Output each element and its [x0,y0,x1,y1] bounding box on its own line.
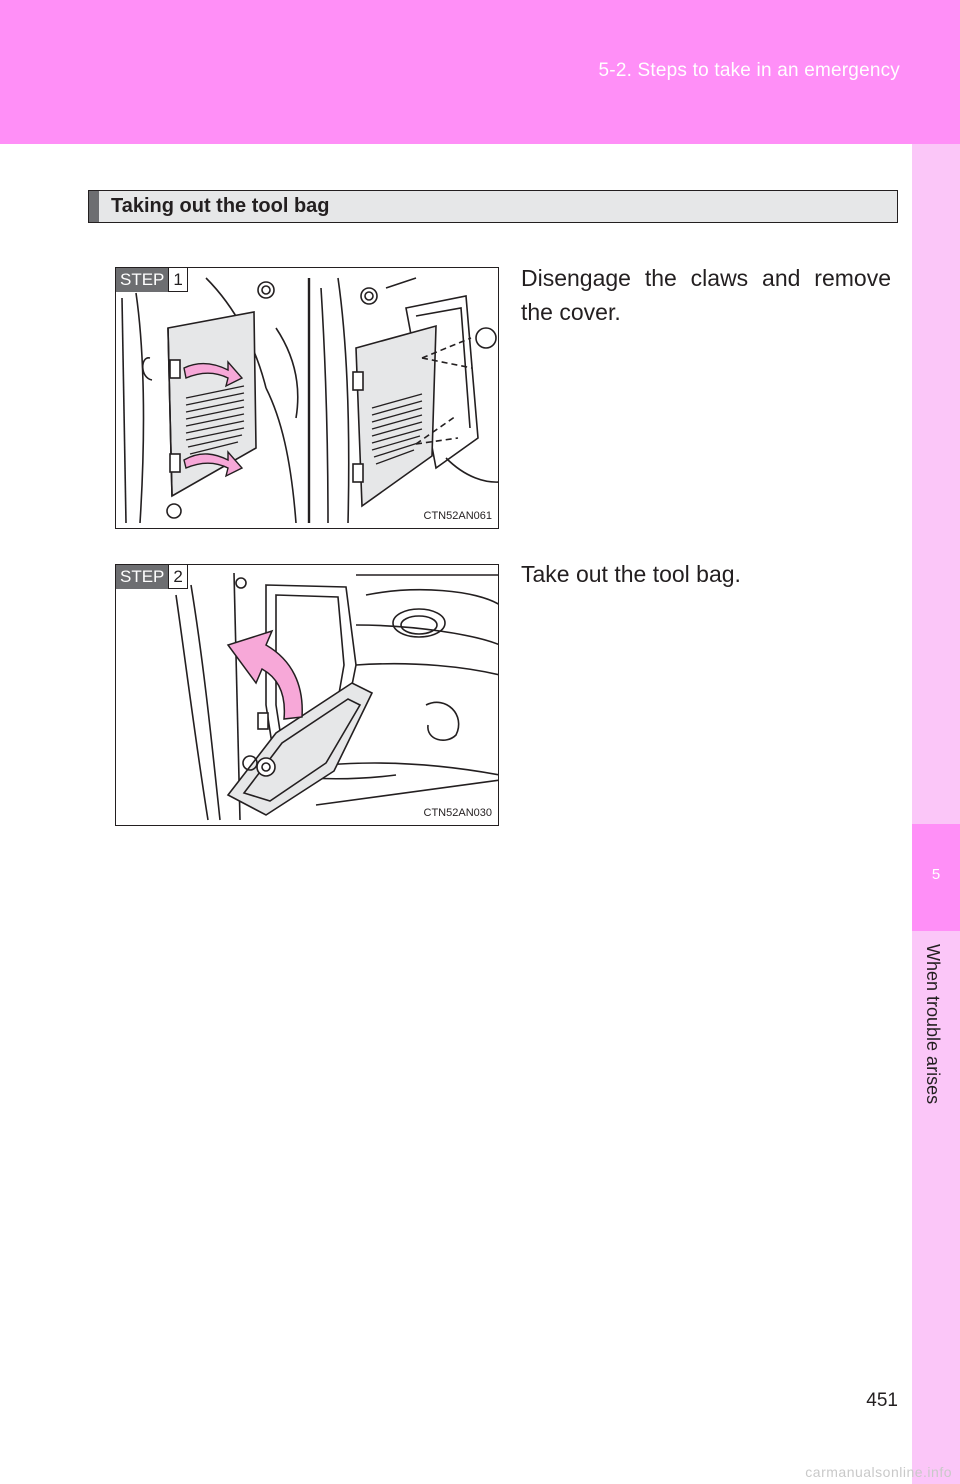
step-2-instruction: Take out the tool bag. [521,561,741,587]
topic-heading-box: Taking out the tool bag [88,190,898,223]
step-word: STEP [116,565,169,589]
step-2-illustration: STEP 2 [115,564,499,826]
chapter-title: When trouble arises [923,944,943,1105]
section-title: 5-2. Steps to take in an emergency [598,60,900,81]
step-1-badge: STEP 1 [116,268,188,292]
figure-code: CTN52AN061 [423,510,492,522]
watermark: carmanualsonline.info [805,1464,952,1480]
step-word: STEP [116,268,169,292]
chapter-tab[interactable]: 5 [912,824,960,931]
step-number: 2 [168,565,188,589]
figure-code: CTN52AN030 [423,807,492,819]
chapter-number: 5 [931,866,941,883]
side-tab-lower [912,931,960,1484]
header-band [0,0,960,144]
step-2-badge: STEP 2 [116,565,188,589]
cover-removal-drawing [121,277,498,524]
side-tab-upper [912,144,960,824]
topic-title: Taking out the tool bag [111,195,330,217]
step-number: 1 [168,268,188,292]
tool-bag-drawing [116,565,498,821]
step-1-illustration: STEP 1 [115,267,499,529]
page-number: 451 [866,1390,898,1411]
step-1-instruction: Disengage the claws and remove the cover… [521,265,891,325]
